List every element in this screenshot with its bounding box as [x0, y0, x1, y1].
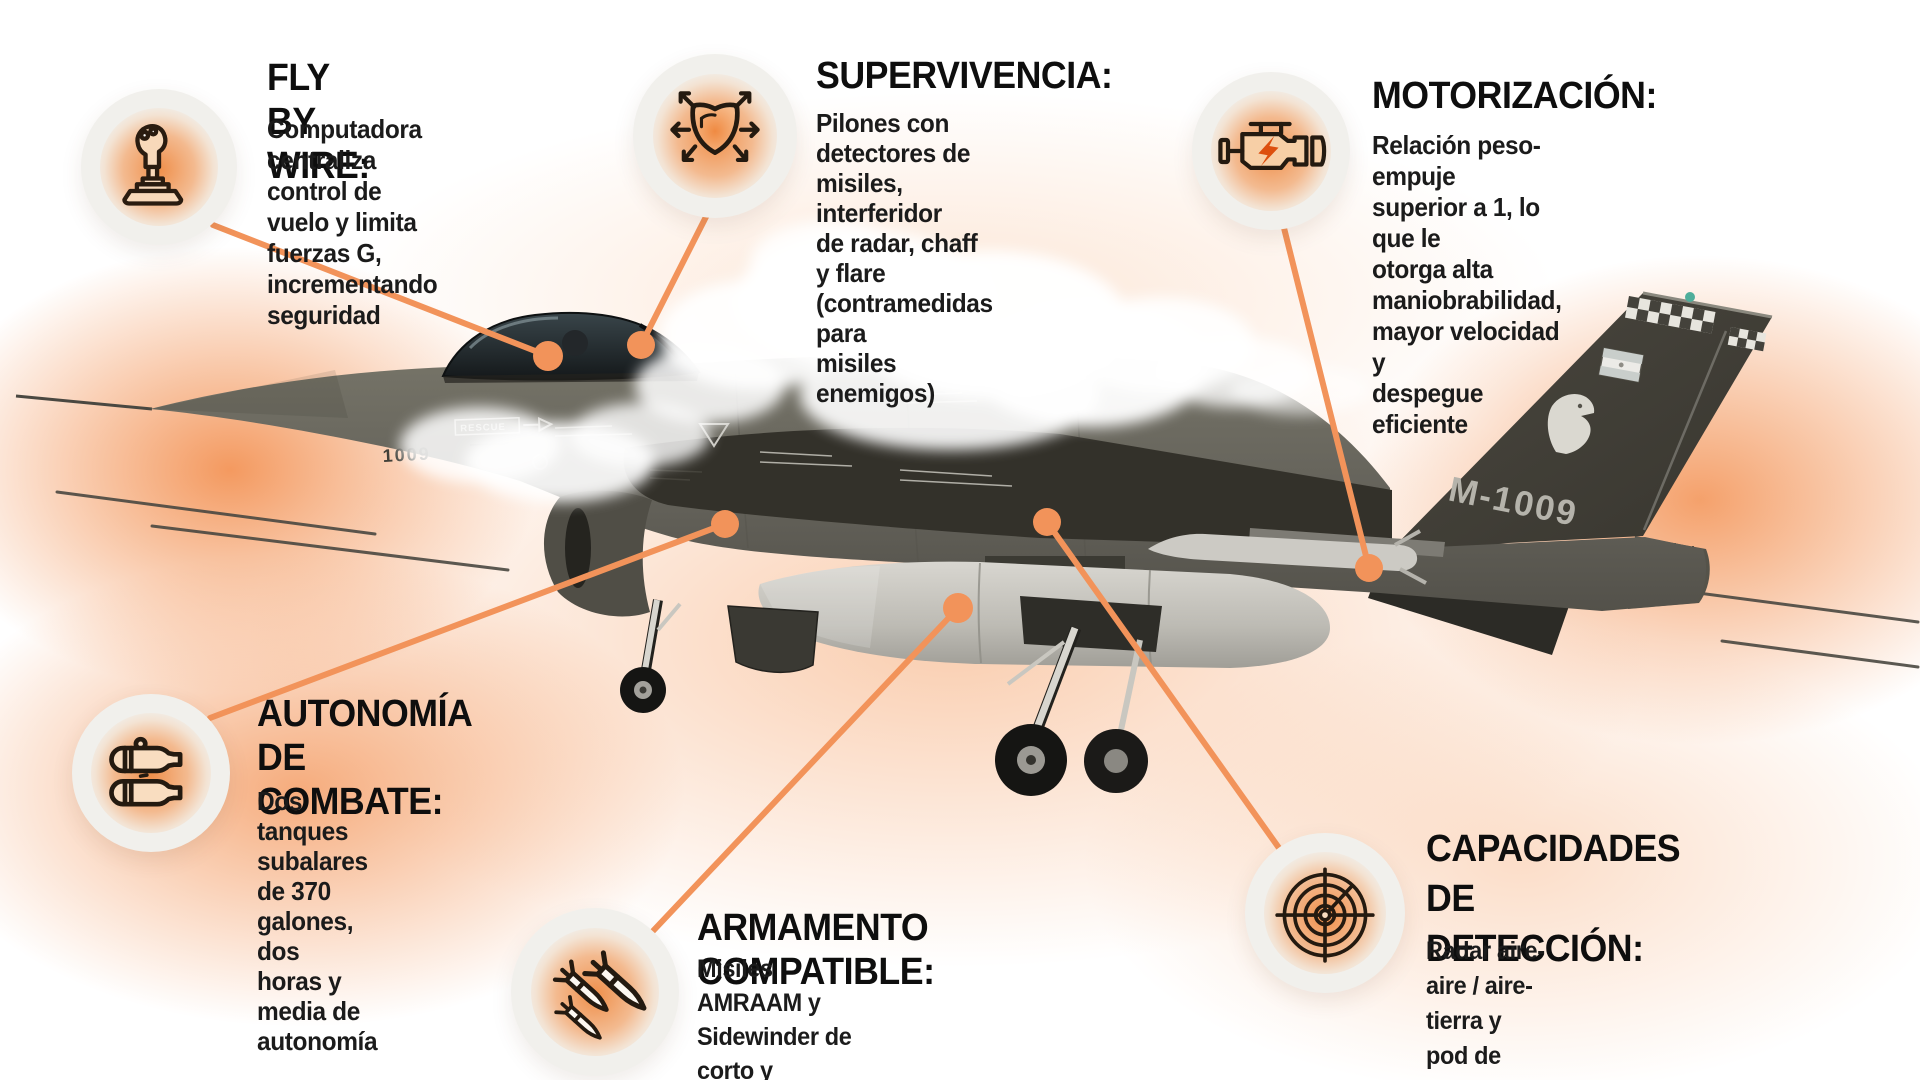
missiles-icon	[552, 950, 647, 1040]
fly-by-wire-body: Computadora centraliza control de vuelo …	[267, 114, 438, 330]
connector-autonomia	[207, 521, 728, 721]
autonomia-icon-circle	[72, 694, 230, 852]
tail-checkerboard	[1624, 296, 1767, 352]
pilot-helmet	[562, 330, 588, 356]
motorizacion-icon-circle	[1192, 72, 1350, 230]
vertical-tail: M-1009	[1392, 291, 1773, 549]
deteccion-body: Radar aire-aire / aire-tierra y pod de d…	[1426, 937, 1559, 1080]
dot-armamento	[943, 593, 973, 623]
speed-lines	[55, 490, 1920, 669]
dot-fly-by-wire	[533, 341, 563, 371]
motorizacion-body: Relación peso-empuje superior a 1, lo qu…	[1372, 130, 1562, 439]
main-gear	[995, 596, 1162, 796]
dot-motorizacion	[1355, 554, 1383, 582]
supervivencia-body: Pilones con detectores de misiles, inter…	[816, 108, 993, 408]
pitot-tube	[15, 394, 153, 411]
canopy	[441, 311, 701, 383]
nose-gear	[620, 599, 682, 713]
tail-nav-light	[1685, 292, 1695, 302]
wing	[623, 427, 1392, 549]
radar-icon	[1275, 867, 1375, 963]
landing-gear	[620, 596, 1162, 796]
f16-aircraft: M-1009	[15, 220, 1773, 796]
connector-deteccion	[1044, 519, 1282, 851]
supervivencia-icon-circle	[633, 54, 797, 218]
connector-supervivencia	[638, 200, 716, 348]
armamento-body: Misiles AMRAAM y Sidewinder de corto y m…	[697, 955, 852, 1080]
underwing-missile	[1148, 528, 1445, 585]
eagle-emblem	[1547, 394, 1595, 454]
motorizacion-title: MOTORIZACIÓN:	[1372, 75, 1657, 117]
dot-autonomia	[711, 510, 739, 538]
fly-by-wire-icon-circle	[81, 89, 237, 245]
shield-arrows-icon	[670, 91, 760, 163]
connector-motorizacion	[1277, 209, 1372, 571]
autonomia-body: Dos tanques subalares de 370 galones, do…	[257, 786, 378, 1056]
callout-connectors	[207, 200, 1372, 934]
smoke-cloud	[400, 220, 1370, 502]
gear-door	[727, 605, 819, 674]
connector-armamento	[650, 605, 961, 934]
air-intake	[543, 490, 652, 617]
dot-deteccion	[1033, 508, 1061, 536]
connector-fly-by-wire	[210, 222, 551, 359]
dot-supervivencia	[627, 331, 655, 359]
deteccion-icon-circle	[1245, 833, 1405, 993]
deteccion-title: CAPACIDADES DE DETECCIÓN:	[1426, 828, 1681, 970]
supervivencia-title: SUPERVIVENCIA:	[816, 55, 1113, 97]
autonomia-title: AUTONOMÍA DE COMBATE:	[257, 693, 472, 823]
armamento-icon-circle	[511, 908, 679, 1076]
engine-icon	[1218, 121, 1327, 170]
callout-dots	[533, 331, 1383, 623]
joystick-icon	[122, 124, 184, 206]
fuel-tanks-icon	[109, 736, 183, 807]
argentina-flag	[1598, 347, 1645, 383]
fly-by-wire-title: FLY BY WIRE:	[267, 57, 370, 187]
armamento-title: ARMAMENTO COMPATIBLE:	[697, 907, 935, 993]
